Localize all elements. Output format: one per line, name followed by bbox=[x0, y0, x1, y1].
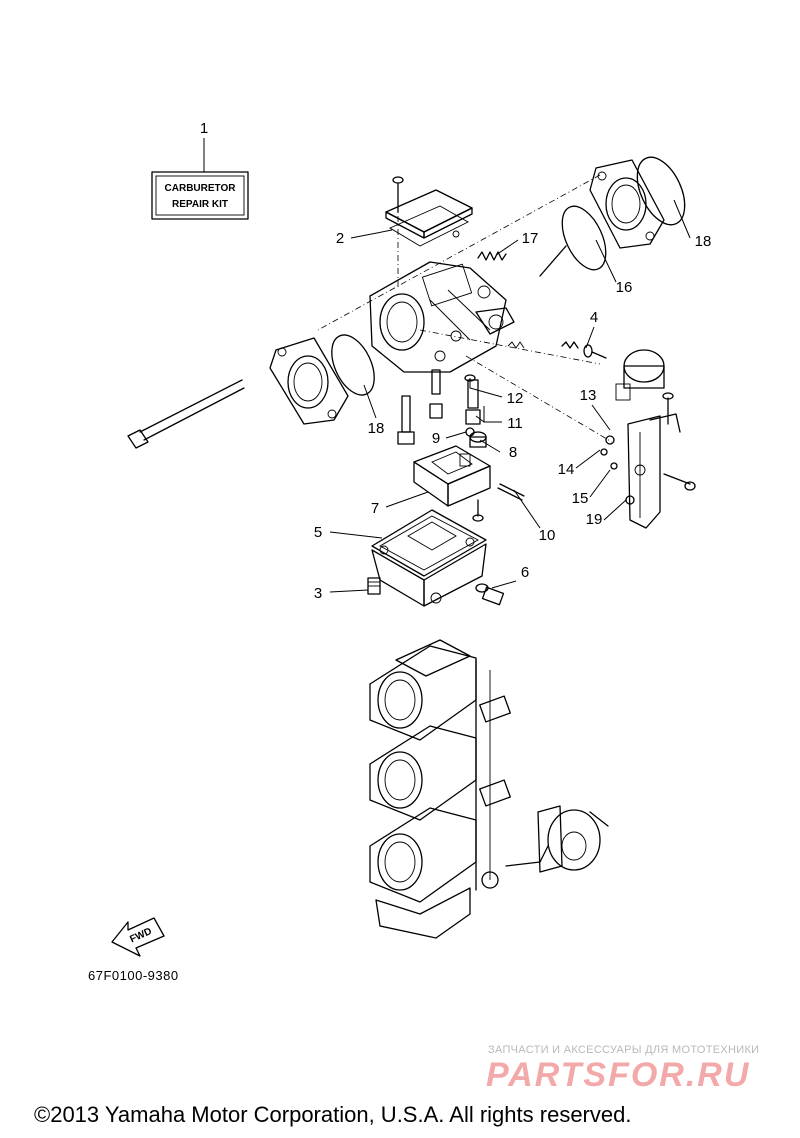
callout-8: 8 bbox=[509, 444, 517, 461]
callout-5: 5 bbox=[314, 524, 322, 541]
leader-lines bbox=[329, 199, 691, 593]
repair-kit-line2: REPAIR KIT bbox=[172, 199, 228, 210]
repair-kit-line1: CARBURETOR bbox=[165, 183, 237, 194]
watermark-subtitle: ЗАПЧАСТИ И АКСЕССУАРЫ ДЛЯ МОТОТЕХНИКИ bbox=[488, 1044, 760, 1056]
small-screw bbox=[472, 499, 484, 522]
callout-13: 13 bbox=[580, 387, 597, 404]
carburetor-bank bbox=[369, 639, 609, 939]
bowl-screw bbox=[367, 577, 381, 595]
callout-16: 16 bbox=[616, 279, 633, 296]
fwd-arrow: FWD bbox=[111, 917, 165, 957]
float bbox=[413, 445, 491, 507]
callout-19: 19 bbox=[586, 511, 603, 528]
callout-17: 17 bbox=[522, 230, 539, 247]
top-cover bbox=[385, 176, 473, 247]
float-pin bbox=[497, 487, 523, 501]
callout-10: 10 bbox=[539, 527, 556, 544]
o-ring-16 bbox=[561, 205, 607, 271]
callout-18-right: 18 bbox=[695, 233, 712, 250]
right-flange bbox=[589, 159, 665, 249]
o-ring-18-left bbox=[331, 334, 375, 396]
callout-7: 7 bbox=[371, 500, 379, 517]
callout-4: 4 bbox=[590, 309, 598, 326]
assembly-axes bbox=[317, 174, 613, 443]
callout-11: 11 bbox=[507, 415, 523, 432]
callout-6: 6 bbox=[521, 564, 529, 581]
repair-kit-box: CARBURETOR REPAIR KIT bbox=[151, 138, 249, 220]
through-bolt bbox=[127, 379, 245, 449]
callout-1: 1 bbox=[200, 120, 208, 137]
callout-12: 12 bbox=[507, 390, 524, 407]
carburetor-body bbox=[369, 261, 515, 373]
callout-14: 14 bbox=[558, 461, 575, 478]
callout-9: 9 bbox=[432, 430, 440, 447]
callout-2: 2 bbox=[336, 230, 344, 247]
screw-4 bbox=[561, 341, 607, 359]
o-ring-18-right bbox=[636, 156, 686, 226]
callout-3: 3 bbox=[314, 585, 322, 602]
left-flange bbox=[269, 337, 349, 425]
callout-18-left: 18 bbox=[368, 420, 385, 437]
callout-15: 15 bbox=[572, 490, 589, 507]
pilot-screw-spring bbox=[477, 245, 567, 349]
plug-8 bbox=[469, 431, 487, 448]
diagram-part-number: 67F0100-9380 bbox=[88, 968, 179, 983]
drain-screw bbox=[475, 583, 505, 606]
enrichener-assembly bbox=[600, 349, 696, 529]
watermark-logo: PARTSFOR.RU bbox=[486, 1056, 751, 1094]
float-bowl bbox=[371, 509, 487, 607]
copyright-notice: ©2013 Yamaha Motor Corporation, U.S.A. A… bbox=[34, 1102, 632, 1127]
